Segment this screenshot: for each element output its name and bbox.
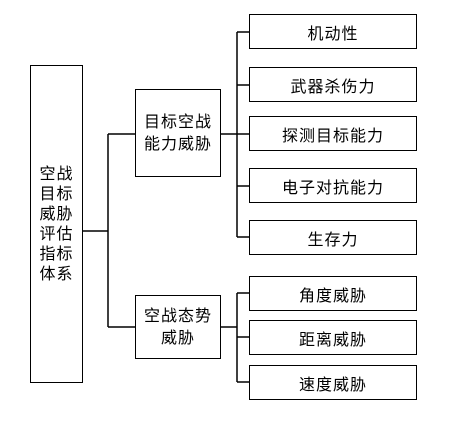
- group-node-combat-capability: 目标空战 能力威胁: [135, 89, 221, 177]
- leaf-node: 电子对抗能力: [249, 168, 417, 203]
- leaf-node-label: 距离威胁: [298, 329, 367, 349]
- leaf-node: 速度威胁: [249, 365, 417, 400]
- leaf-node-label: 生存力: [307, 229, 359, 249]
- leaf-node-label: 武器杀伤力: [290, 76, 376, 96]
- leaf-node: 机动性: [249, 14, 417, 49]
- root-node-label: 空战 目标 威胁 评估 指标 体系: [39, 164, 74, 283]
- group-node-label: 空战态势 威胁: [143, 306, 212, 347]
- leaf-node-label: 电子对抗能力: [281, 177, 384, 197]
- leaf-node: 生存力: [249, 220, 417, 255]
- leaf-node: 武器杀伤力: [249, 67, 417, 102]
- group-node-situation: 空战态势 威胁: [135, 295, 221, 359]
- group-node-label: 目标空战 能力威胁: [143, 112, 212, 153]
- leaf-node: 角度威胁: [249, 276, 417, 311]
- leaf-node: 探测目标能力: [249, 116, 417, 151]
- leaf-node-label: 速度威胁: [298, 374, 367, 394]
- leaf-node: 距离威胁: [249, 320, 417, 355]
- leaf-node-label: 探测目标能力: [281, 125, 384, 145]
- leaf-node-label: 机动性: [307, 23, 359, 43]
- root-node: 空战 目标 威胁 评估 指标 体系: [30, 65, 83, 383]
- leaf-node-label: 角度威胁: [298, 285, 367, 305]
